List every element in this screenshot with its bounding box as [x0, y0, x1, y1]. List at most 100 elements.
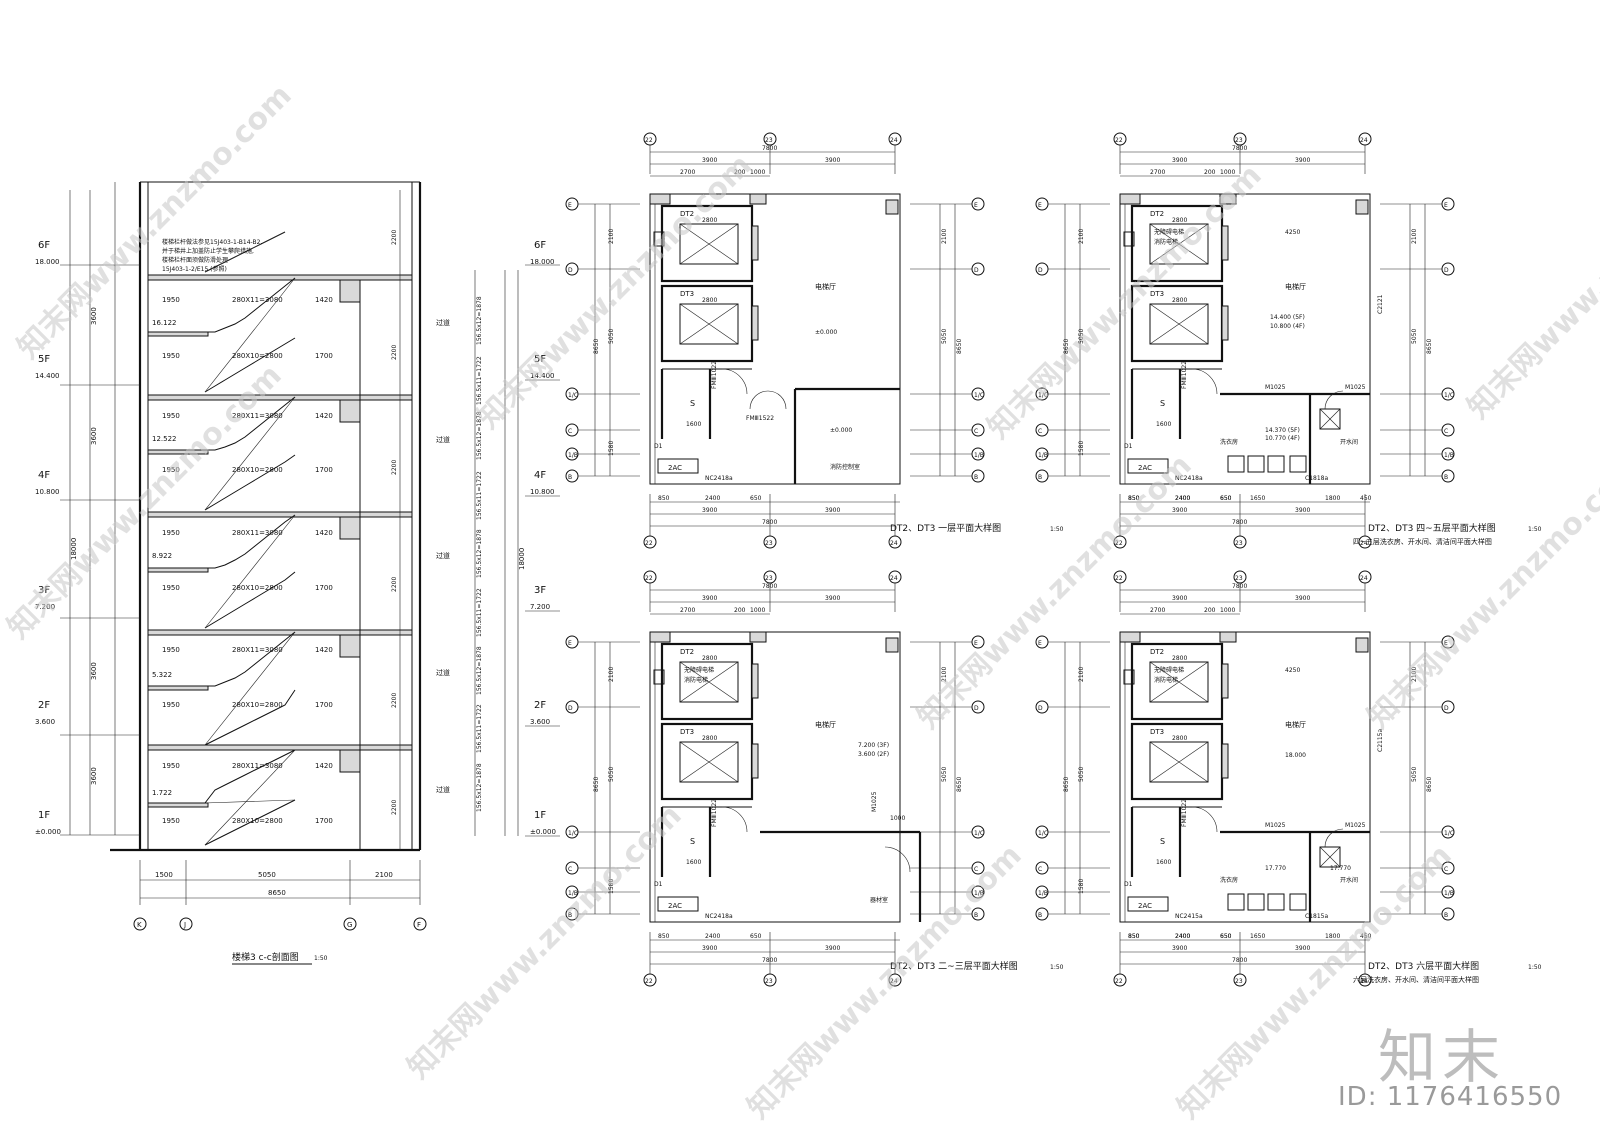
floor-elev: 14.400 [530, 372, 555, 380]
dim-text: 2400 [1175, 933, 1190, 940]
dim-text: 8650 [956, 777, 963, 792]
plan-scale: 1:50 [1050, 526, 1064, 533]
dim-text: 2100 [608, 667, 615, 682]
run-dim: 1420 [315, 762, 333, 770]
dim-text: 1600 [1156, 421, 1171, 428]
lift-size: 2800 [702, 217, 717, 224]
dim-text: 2400 [1175, 495, 1190, 502]
window-label: NC2415a [1175, 913, 1203, 920]
grid-bubble-label: B [1038, 912, 1042, 919]
grid-bubble-label: D [1038, 705, 1043, 712]
door-label: FMⅢ1022 [711, 361, 718, 389]
riser-dim: 156.5x11=1722 [476, 471, 483, 520]
grid-bubble-label: 1/C [1444, 830, 1454, 837]
plan-title: DT2、DT3 六层平面大样图 [1368, 960, 1479, 972]
grid-bubble-label: D [1444, 267, 1449, 274]
grid-bubble-label: 23 [1235, 540, 1243, 547]
flight-dim: 280X10=2800 [232, 466, 283, 474]
flight-dim: 280X11=3080 [232, 296, 283, 304]
dim-text: 850 [658, 495, 670, 502]
run-dim: 1950 [162, 817, 180, 825]
dim-text: 5050 [1411, 329, 1418, 344]
dim-text: 5050 [941, 329, 948, 344]
dim-text: 650 [1220, 495, 1232, 502]
grid-bubble-label: 1/B [974, 890, 984, 897]
lobby-label: 电梯厅 [815, 282, 836, 291]
door-label: M1025 [1265, 822, 1286, 829]
dim-text: 2100 [941, 667, 948, 682]
room-height: 2200 [391, 460, 398, 475]
run-dim: 1420 [315, 529, 333, 537]
floor-elev: ±0.000 [530, 828, 556, 836]
dim-text: 8650 [1063, 339, 1070, 354]
grid-bubble-label: 24 [1360, 575, 1368, 582]
dim-text: 450 [1360, 495, 1372, 502]
landing-elev: 16.122 [152, 319, 177, 327]
dim-text: 1600 [686, 421, 701, 428]
run-dim: 1950 [162, 412, 180, 420]
grid-bubble-label: 1/B [1444, 452, 1454, 459]
door-label: M1025 [871, 791, 878, 812]
d1-label: D1 [1124, 443, 1133, 450]
image-id: ID: 1176416550 [1338, 1082, 1563, 1112]
dim-text: 2100 [941, 229, 948, 244]
grid-bubble-label: D [1038, 267, 1043, 274]
dim-text: 1600 [686, 859, 701, 866]
flight-dim: 280X10=2800 [232, 352, 283, 360]
watermark: 知末网www.znzmo.com [471, 148, 759, 436]
run-dim: 1700 [315, 352, 333, 360]
dim-text: 8650 [956, 339, 963, 354]
grid-bubble-label: B [1444, 474, 1448, 481]
flight-dim: 280X10=2800 [232, 817, 283, 825]
note-line: 楼梯栏杆面须做防滑处理 [162, 256, 228, 264]
landing-elev: 5.322 [152, 671, 172, 679]
lift-label: DT3 [680, 290, 694, 298]
note-line: 15J403-1-2/E15 (参照) [162, 265, 227, 273]
floor-elev: 18.000 [35, 258, 60, 266]
dim-text: 1580 [608, 879, 615, 894]
elev-label: 10.770 (4F) [1265, 435, 1300, 442]
stair-flights [204, 231, 296, 846]
lift-note: 消防电梯 [1154, 238, 1178, 246]
window-label: NC2418a [705, 913, 733, 920]
grid-bubble-label: 23 [1235, 137, 1243, 144]
run-dim: 1950 [162, 646, 180, 654]
grid-bubble-label: 22 [645, 575, 653, 582]
riser-dim: 156.5x12=1878 [476, 411, 483, 460]
grid-bubble-label: 1/C [974, 830, 984, 837]
grid-bubble-label: 1/B [1038, 890, 1048, 897]
dim-text: 3900 [825, 595, 840, 602]
grid-bubble-label: D [974, 267, 979, 274]
run-dim: 1950 [162, 352, 180, 360]
room-label: 消防控制室 [830, 463, 860, 471]
dim-text: 2700 [680, 607, 695, 614]
grid-bubble-label: E [568, 640, 572, 647]
grid-bubble-label: B [568, 912, 572, 919]
grid-bubble-label: 24 [890, 978, 898, 985]
d1-label: D1 [654, 881, 663, 888]
dim-text: 850 [1128, 933, 1140, 940]
floor-height-dim: 3600 [90, 307, 98, 325]
dim-text: 7800 [762, 583, 777, 590]
dim-text: 200 [734, 607, 746, 614]
floor-label: 6F [38, 240, 50, 251]
dim-text: 2700 [680, 169, 695, 176]
grid-bubble-label: 22 [645, 137, 653, 144]
dim-text: 3900 [702, 595, 717, 602]
grid-bubble-label: E [974, 640, 978, 647]
section-dims-right: 156.5x12=1878 156.5x11=1722 156.5x12=187… [474, 270, 526, 836]
dim-text: 2100 [1078, 667, 1085, 682]
grid-bubble-label: C [568, 428, 572, 435]
dim-text: 2700 [1150, 169, 1165, 176]
grid-bubble-label: 22 [1115, 540, 1123, 547]
total-height-dim: 18000 [70, 538, 78, 560]
door-label: FMⅢ1022 [711, 799, 718, 827]
dim-text: 3900 [702, 945, 717, 952]
dim-text: 1580 [608, 441, 615, 456]
grid-bubble-label: C [1444, 866, 1448, 873]
landing-elev: 12.522 [152, 435, 177, 443]
grid-bubble-label: 22 [1115, 978, 1123, 985]
window-label: C1815a [1305, 913, 1328, 920]
riser-dim: 156.5x12=1878 [476, 529, 483, 578]
watermark: 知末网www.znzmo.com [741, 838, 1029, 1126]
